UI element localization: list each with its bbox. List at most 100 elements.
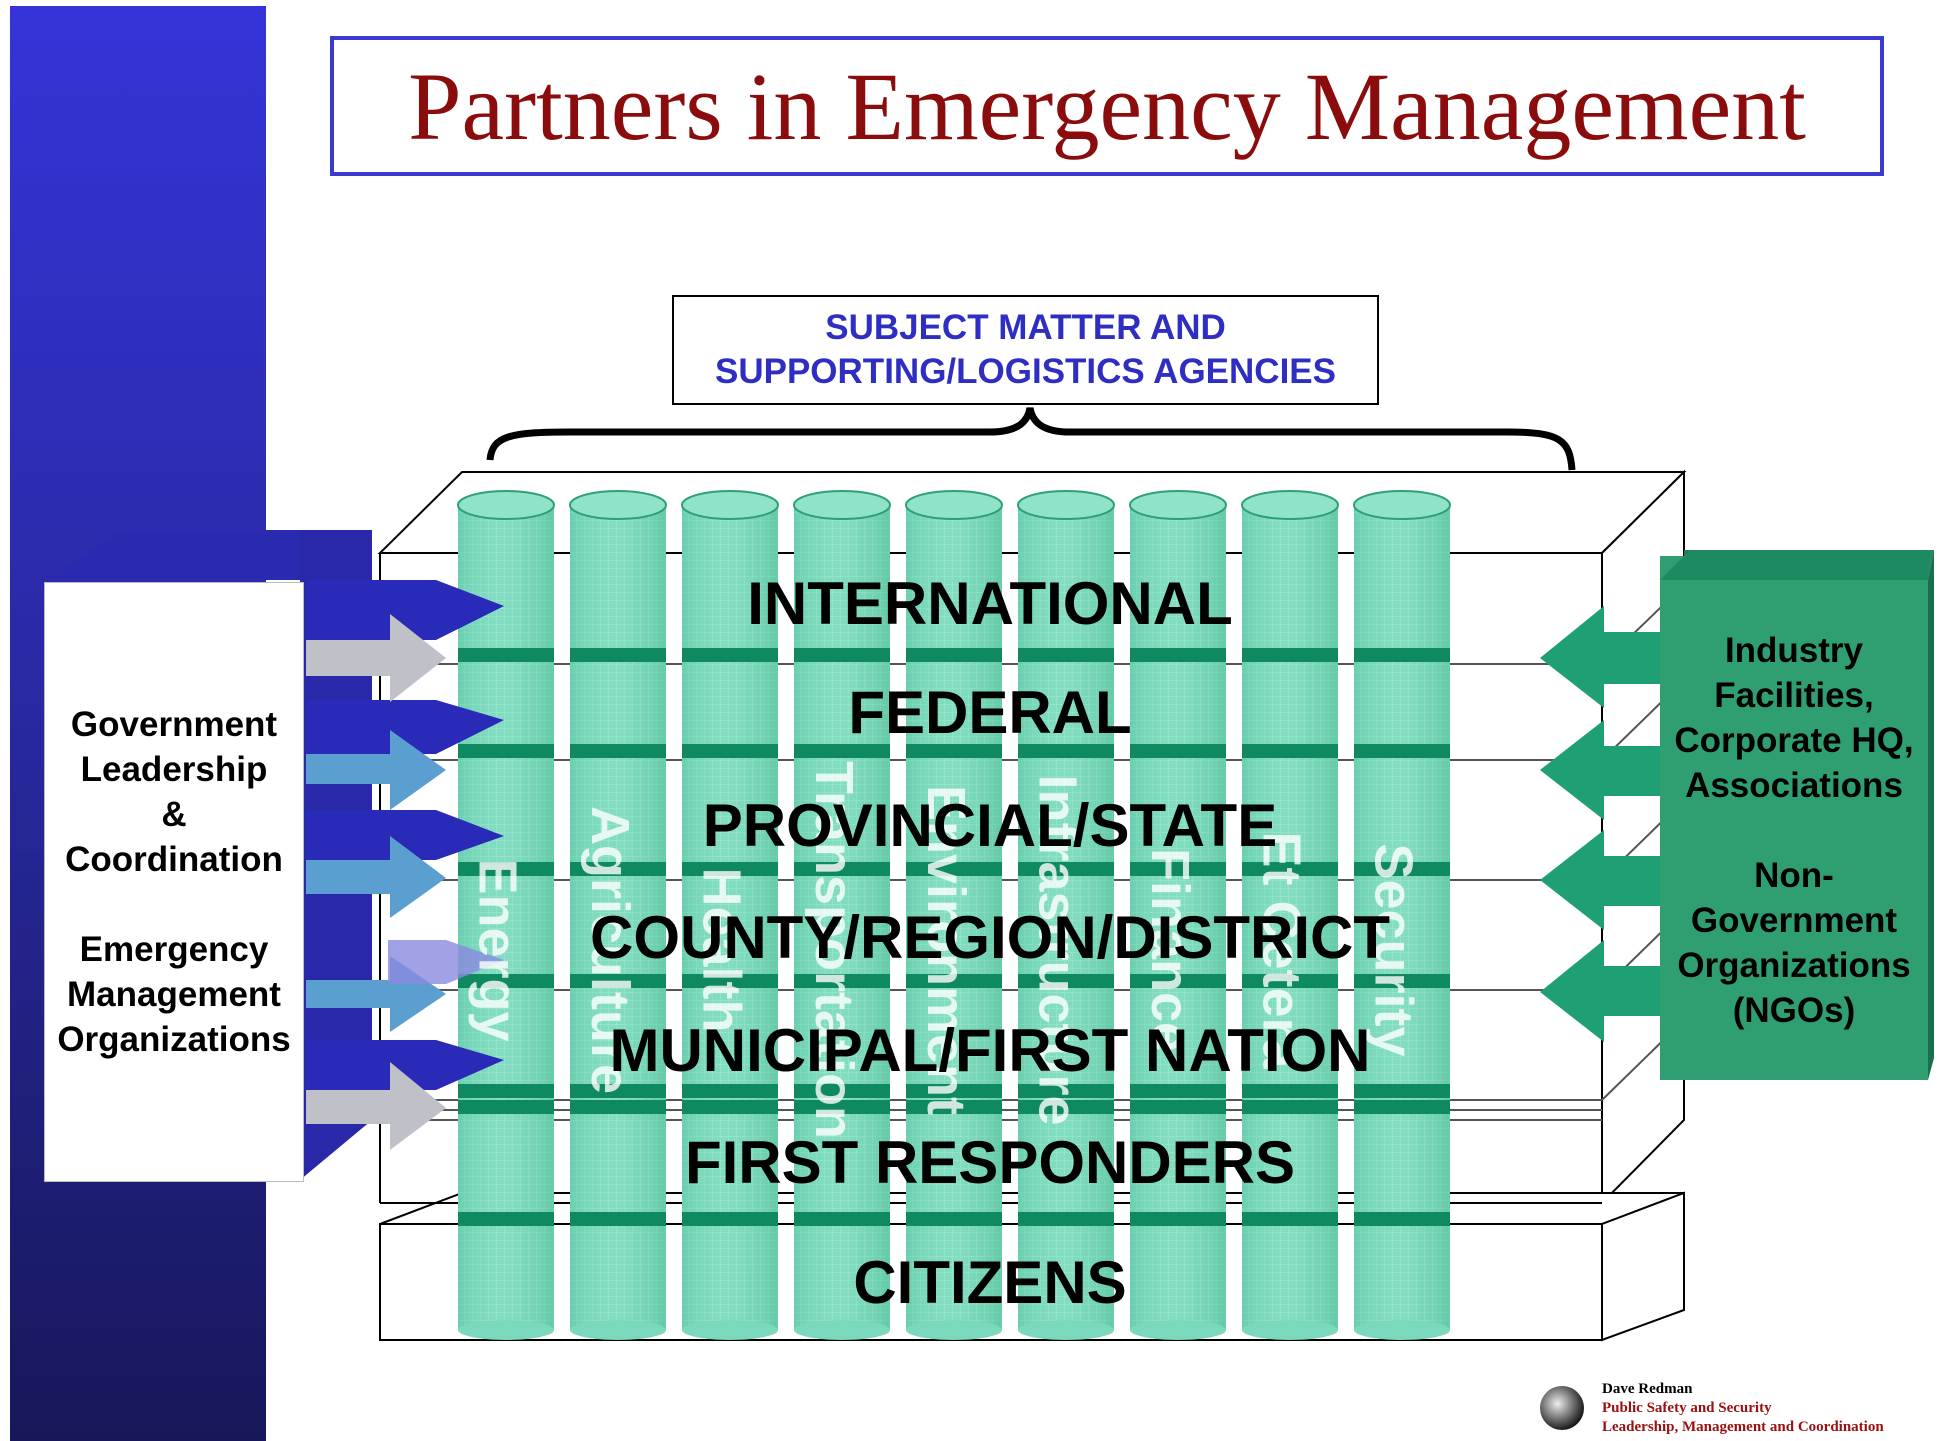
band-4-5: [1018, 1084, 1114, 1098]
right-line-2: Facilities,: [1714, 675, 1874, 715]
band-5-3: [794, 1100, 890, 1114]
band-5-4: [906, 1100, 1002, 1114]
band-6-3: [794, 1212, 890, 1226]
band-0-7: [1242, 648, 1338, 662]
band-0-6: [1130, 648, 1226, 662]
band-2-8: [1354, 862, 1450, 876]
left-line-6: Management: [67, 975, 281, 1014]
band-4-2: [682, 1084, 778, 1098]
page-title: Partners in Emergency Management: [408, 52, 1806, 160]
footer-line-2: Leadership, Management and Coordination: [1602, 1419, 1884, 1435]
cylinder-8: [1353, 490, 1451, 1340]
left-line-3: &: [161, 795, 187, 834]
industry-ngo-panel: Industry Facilities, Corporate HQ, Assoc…: [1660, 580, 1928, 1080]
footer: Dave Redman Public Safety and Security L…: [1540, 1374, 1930, 1440]
right-line-8: (NGOs): [1732, 990, 1856, 1030]
footer-text: Dave Redman Public Safety and Security L…: [1602, 1380, 1884, 1437]
band-2-7: [1242, 862, 1338, 876]
level-international: INTERNATIONAL: [747, 569, 1233, 637]
left-line-4: Coordination: [65, 840, 283, 879]
band-2-5: [1018, 862, 1114, 876]
band-3-4: [906, 974, 1002, 988]
band-4-3: [794, 1084, 890, 1098]
band-3-0: [458, 974, 554, 988]
band-5-7: [1242, 1100, 1338, 1114]
cylinder-6: [1129, 490, 1227, 1340]
level-municipal-first-nation: MUNICIPAL/FIRST NATION: [609, 1016, 1371, 1084]
band-2-0: [458, 862, 554, 876]
cylinder-4: [905, 490, 1003, 1340]
band-0-1: [570, 648, 666, 662]
cylinder-5: [1017, 490, 1115, 1340]
level-citizens: CITIZENS: [853, 1248, 1127, 1316]
band-2-2: [682, 862, 778, 876]
band-2-6: [1130, 862, 1226, 876]
band-4-1: [570, 1084, 666, 1098]
band-1-8: [1354, 744, 1450, 758]
band-6-2: [682, 1212, 778, 1226]
cylinder-2: [681, 490, 779, 1340]
band-3-7: [1242, 974, 1338, 988]
band-1-4: [906, 744, 1002, 758]
band-3-6: [1130, 974, 1226, 988]
title-box: Partners in Emergency Management: [330, 36, 1884, 176]
level-provincial-state: PROVINCIAL/STATE: [702, 791, 1278, 859]
band-4-6: [1130, 1084, 1226, 1098]
left-line-1: Government: [70, 705, 278, 744]
cylinder-1: [569, 490, 667, 1340]
band-1-3: [794, 744, 890, 758]
band-1-1: [570, 744, 666, 758]
band-5-5: [1018, 1100, 1114, 1114]
band-3-3: [794, 974, 890, 988]
band-4-7: [1242, 1084, 1338, 1098]
brace: [486, 407, 1576, 471]
band-0-2: [682, 648, 778, 662]
band-6-7: [1242, 1212, 1338, 1226]
band-3-5: [1018, 974, 1114, 988]
band-1-6: [1130, 744, 1226, 758]
right-line-4: Associations: [1685, 765, 1903, 805]
right-line-6: Government: [1690, 900, 1898, 940]
band-1-5: [1018, 744, 1114, 758]
band-0-8: [1354, 648, 1450, 662]
band-4-8: [1354, 1084, 1450, 1098]
band-0-0: [458, 648, 554, 662]
band-0-4: [906, 648, 1002, 662]
band-1-2: [682, 744, 778, 758]
band-0-3: [794, 648, 890, 662]
band-2-4: [906, 862, 1002, 876]
level-federal: FEDERAL: [848, 678, 1132, 746]
band-5-0: [458, 1100, 554, 1114]
left-line-2: Leadership: [80, 750, 268, 789]
right-line-3: Corporate HQ,: [1674, 720, 1914, 760]
left-line-7: Organizations: [57, 1020, 291, 1059]
government-panel: Government Leadership & Coordination Eme…: [44, 582, 304, 1182]
band-3-1: [570, 974, 666, 988]
footer-author: Dave Redman: [1602, 1381, 1693, 1397]
level-first-responders: FIRST RESPONDERS: [684, 1128, 1296, 1196]
band-3-2: [682, 974, 778, 988]
sector-cylinders: [457, 490, 1451, 1340]
band-6-1: [570, 1212, 666, 1226]
level-bands: [458, 648, 1450, 1226]
subject-line-1: SUBJECT MATTER AND: [825, 308, 1226, 347]
band-6-0: [458, 1212, 554, 1226]
band-5-2: [682, 1100, 778, 1114]
author-logo-icon: [1540, 1386, 1584, 1430]
band-6-8: [1354, 1212, 1450, 1226]
cylinder-3: [793, 490, 891, 1340]
band-4-0: [458, 1084, 554, 1098]
band-5-8: [1354, 1100, 1450, 1114]
left-arrows: [48, 530, 504, 1180]
right-line-5: Non-: [1754, 855, 1834, 895]
subject-line-2: SUPPORTING/LOGISTICS AGENCIES: [715, 352, 1336, 391]
band-1-7: [1242, 744, 1338, 758]
band-1-0: [458, 744, 554, 758]
cylinder-0: [457, 490, 555, 1340]
band-2-3: [794, 862, 890, 876]
right-line-1: Industry: [1724, 630, 1864, 670]
band-6-6: [1130, 1212, 1226, 1226]
slab-citizens-side: [1601, 1191, 1685, 1342]
band-5-1: [570, 1100, 666, 1114]
